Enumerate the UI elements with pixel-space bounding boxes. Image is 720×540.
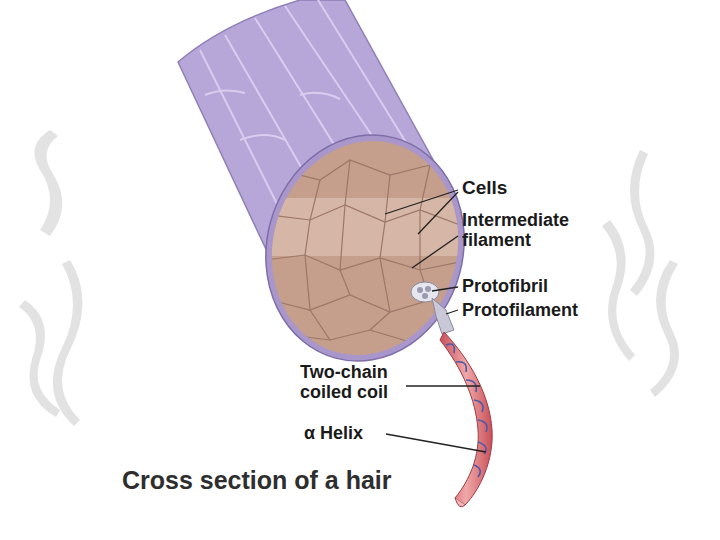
coiled-coil [440,332,492,507]
part-label: Protofilament [462,300,662,320]
part-label: Cells [462,177,662,198]
diagram-title: Cross section of a hair [122,466,482,494]
filament-extract [411,282,454,334]
part-label: Intermediate filament [462,210,597,250]
part-label: α Helix [304,423,384,443]
part-label: Protofibril [462,276,662,296]
part-label: Two-chain coiled coil [300,362,404,402]
